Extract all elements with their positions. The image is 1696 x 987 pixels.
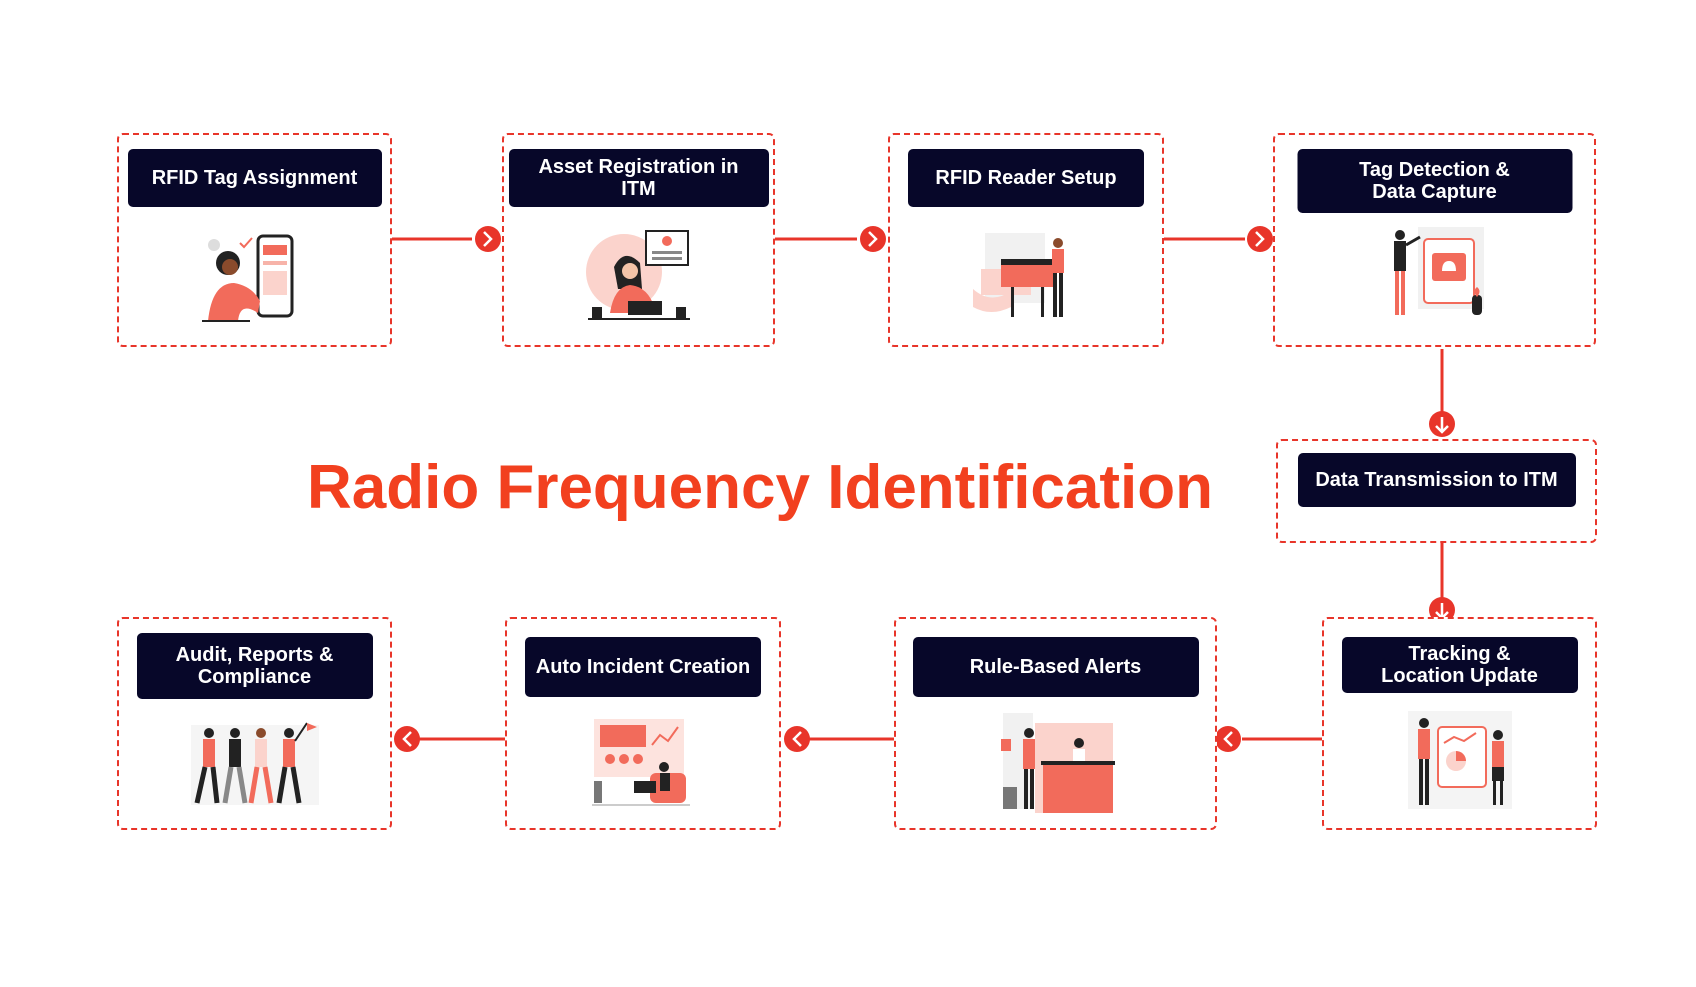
step-asset-registration: Asset Registration in ITM xyxy=(502,133,775,347)
team-marching-illustration xyxy=(190,722,319,805)
step-label: RFID Tag Assignment xyxy=(127,149,382,207)
presentation-chart-illustration xyxy=(1407,711,1512,809)
step-label: Audit, Reports & Compliance xyxy=(136,633,373,699)
step-tracking-location: Tracking & Location Update xyxy=(1322,617,1597,830)
arrow-down-icon xyxy=(1429,411,1455,437)
arrow-left-icon xyxy=(784,726,810,752)
printer-worker-illustration xyxy=(973,233,1064,317)
step-label: RFID Reader Setup xyxy=(908,149,1144,207)
step-label: Rule-Based Alerts xyxy=(912,637,1199,697)
step-label: Auto Incident Creation xyxy=(525,637,761,697)
arrow-right-icon xyxy=(860,226,886,252)
step-tag-detection: Tag Detection & Data Capture xyxy=(1273,133,1596,347)
arrow-left-icon xyxy=(1215,726,1241,752)
step-rfid-tag-assignment: RFID Tag Assignment xyxy=(117,133,392,347)
person-phone-illustration xyxy=(201,234,293,322)
step-label: Asset Registration in ITM xyxy=(508,149,769,207)
step-rfid-reader-setup: RFID Reader Setup xyxy=(888,133,1164,347)
step-label: Tracking & Location Update xyxy=(1341,637,1578,693)
step-data-transmission: Data Transmission to ITM xyxy=(1276,439,1597,543)
tablet-notification-illustration xyxy=(1393,227,1484,315)
step-audit-reports: Audit, Reports & Compliance xyxy=(117,617,392,830)
dashboard-chair-illustration xyxy=(592,719,690,806)
arrow-left-icon xyxy=(394,726,420,752)
arrow-right-icon xyxy=(475,226,501,252)
person-laptop-illustration xyxy=(585,230,690,320)
step-label: Tag Detection & Data Capture xyxy=(1297,149,1572,213)
diagram-title: Radio Frequency Identification xyxy=(307,453,1213,522)
step-rule-based-alerts: Rule-Based Alerts xyxy=(894,617,1217,830)
step-auto-incident-creation: Auto Incident Creation xyxy=(505,617,781,830)
step-label: Data Transmission to ITM xyxy=(1297,453,1576,507)
reception-desk-illustration xyxy=(1000,713,1115,813)
arrow-right-icon xyxy=(1247,226,1273,252)
